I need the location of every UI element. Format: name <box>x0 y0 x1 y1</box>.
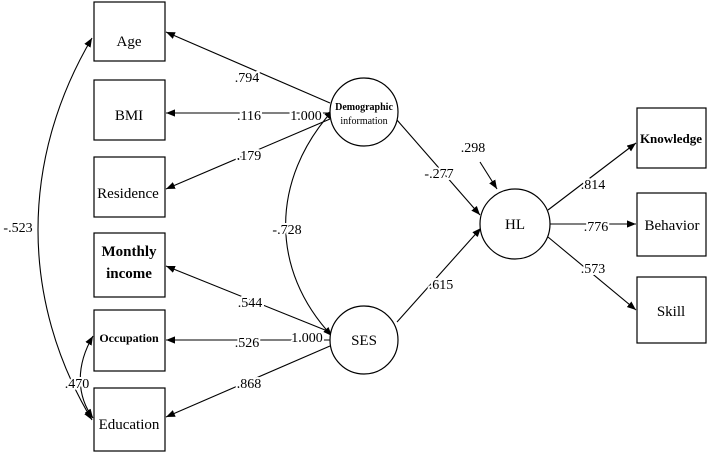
occupation-label: Occupation <box>99 331 159 345</box>
cov-occupation-education <box>79 335 94 419</box>
cov-age-education <box>37 37 93 421</box>
bmi-label: BMI <box>115 108 143 124</box>
coef-occupation-education-cov: .470 <box>65 377 90 392</box>
residence-label: Residence <box>97 186 159 202</box>
arrow-hl-error <box>479 161 498 190</box>
behavior-label: Behavior <box>645 218 700 234</box>
monthly-income-label-line2: income <box>106 266 152 282</box>
age-label: Age <box>117 34 142 50</box>
coef-education: .868 <box>237 377 262 392</box>
box-knowledge: Knowledge <box>636 107 707 169</box>
coef-behavior: .776 <box>584 220 609 235</box>
box-bmi: BMI <box>93 79 166 141</box>
box-age: Age <box>93 1 166 62</box>
latent-hl: HL <box>479 188 551 260</box>
arrow-demo-hl <box>396 119 481 216</box>
education-label: Education <box>99 417 160 433</box>
coef-age-education-cov: -.523 <box>3 221 32 236</box>
box-skill: Skill <box>636 276 707 344</box>
coef-demo-ses-cov: -.728 <box>272 223 301 238</box>
coef-monthly-income: .544 <box>238 296 263 311</box>
arrow-ses-hl <box>396 227 482 323</box>
arrow-demo-age <box>165 31 331 104</box>
arrow-demo-residence <box>165 118 331 190</box>
coef-demo-hl: -.277 <box>424 167 453 182</box>
box-occupation: Occupation <box>93 309 166 372</box>
latent-ses: SES <box>329 305 399 375</box>
demographic-label-line1: Demographic <box>335 102 393 113</box>
coef-demo-fixed: 1.000 <box>290 109 322 124</box>
knowledge-label: Knowledge <box>640 131 702 146</box>
demographic-label-line2: information <box>340 116 387 127</box>
coef-hl-error: .298 <box>461 141 486 156</box>
coef-bmi: .116 <box>237 109 261 124</box>
skill-label: Skill <box>657 304 685 320</box>
monthly-income-label-line1: Monthly <box>101 244 157 260</box>
coef-residence: .179 <box>237 149 262 164</box>
box-residence: Residence <box>93 156 166 218</box>
box-education: Education <box>93 387 166 452</box>
coef-knowledge: .814 <box>581 178 606 193</box>
coef-age: .794 <box>235 71 260 86</box>
coef-ses-fixed: 1.000 <box>291 331 323 346</box>
arrow-ses-income <box>165 265 331 333</box>
coefficients: .794 .116 1.000 .179 -.728 .544 .526 1.0… <box>1 69 610 394</box>
coef-skill: .573 <box>581 262 606 277</box>
box-monthly-income: Monthly income <box>93 232 166 298</box>
ses-label: SES <box>351 333 377 349</box>
box-behavior: Behavior <box>636 192 707 257</box>
latent-demographic: Demographic information <box>329 77 399 147</box>
arrow-hl-knowledge <box>547 142 637 211</box>
coef-occupation: .526 <box>235 336 260 351</box>
hl-label: HL <box>505 217 525 233</box>
coef-ses-hl: .615 <box>429 278 454 293</box>
edges <box>37 31 637 421</box>
arrow-ses-education <box>165 345 331 418</box>
arrow-hl-skill <box>547 236 637 311</box>
cov-demo-ses <box>285 109 334 337</box>
